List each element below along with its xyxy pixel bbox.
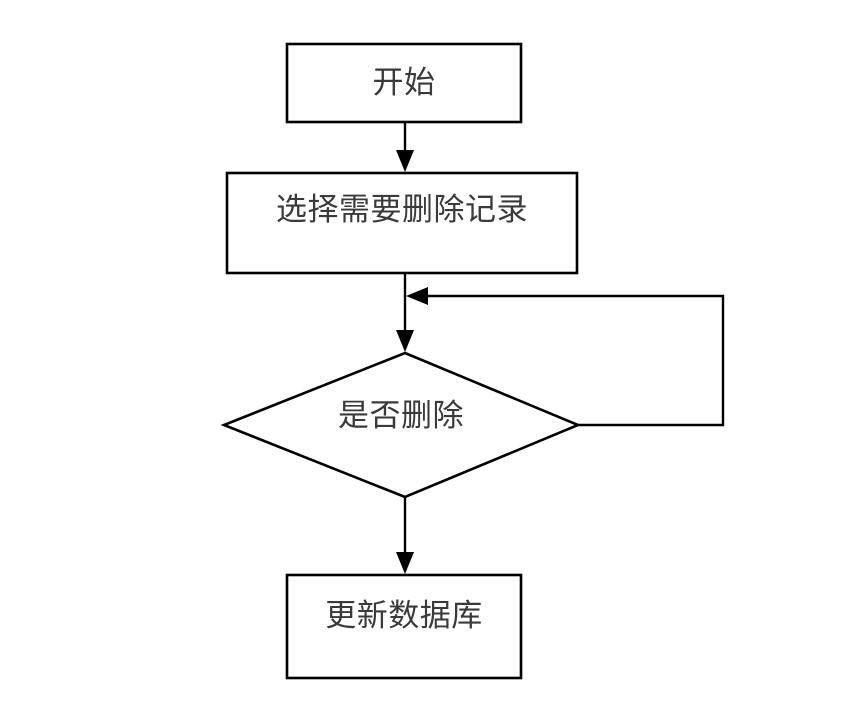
node-label-update-db: 更新数据库 [325,598,483,634]
node-label-start: 开始 [372,65,436,101]
connector-select-to-decision [396,273,414,352]
node-shape-update-db[interactable] [285,573,523,680]
node-shape-select-records[interactable] [225,171,579,275]
connector-start-to-select [396,122,414,172]
node-label-decision: 是否删除 [338,398,464,434]
connector-decision-to-update [396,497,414,574]
connector-decision-loopback [406,287,725,427]
node-label-select-records: 选择需要删除记录 [276,192,528,228]
node-shape-start[interactable] [285,42,523,124]
